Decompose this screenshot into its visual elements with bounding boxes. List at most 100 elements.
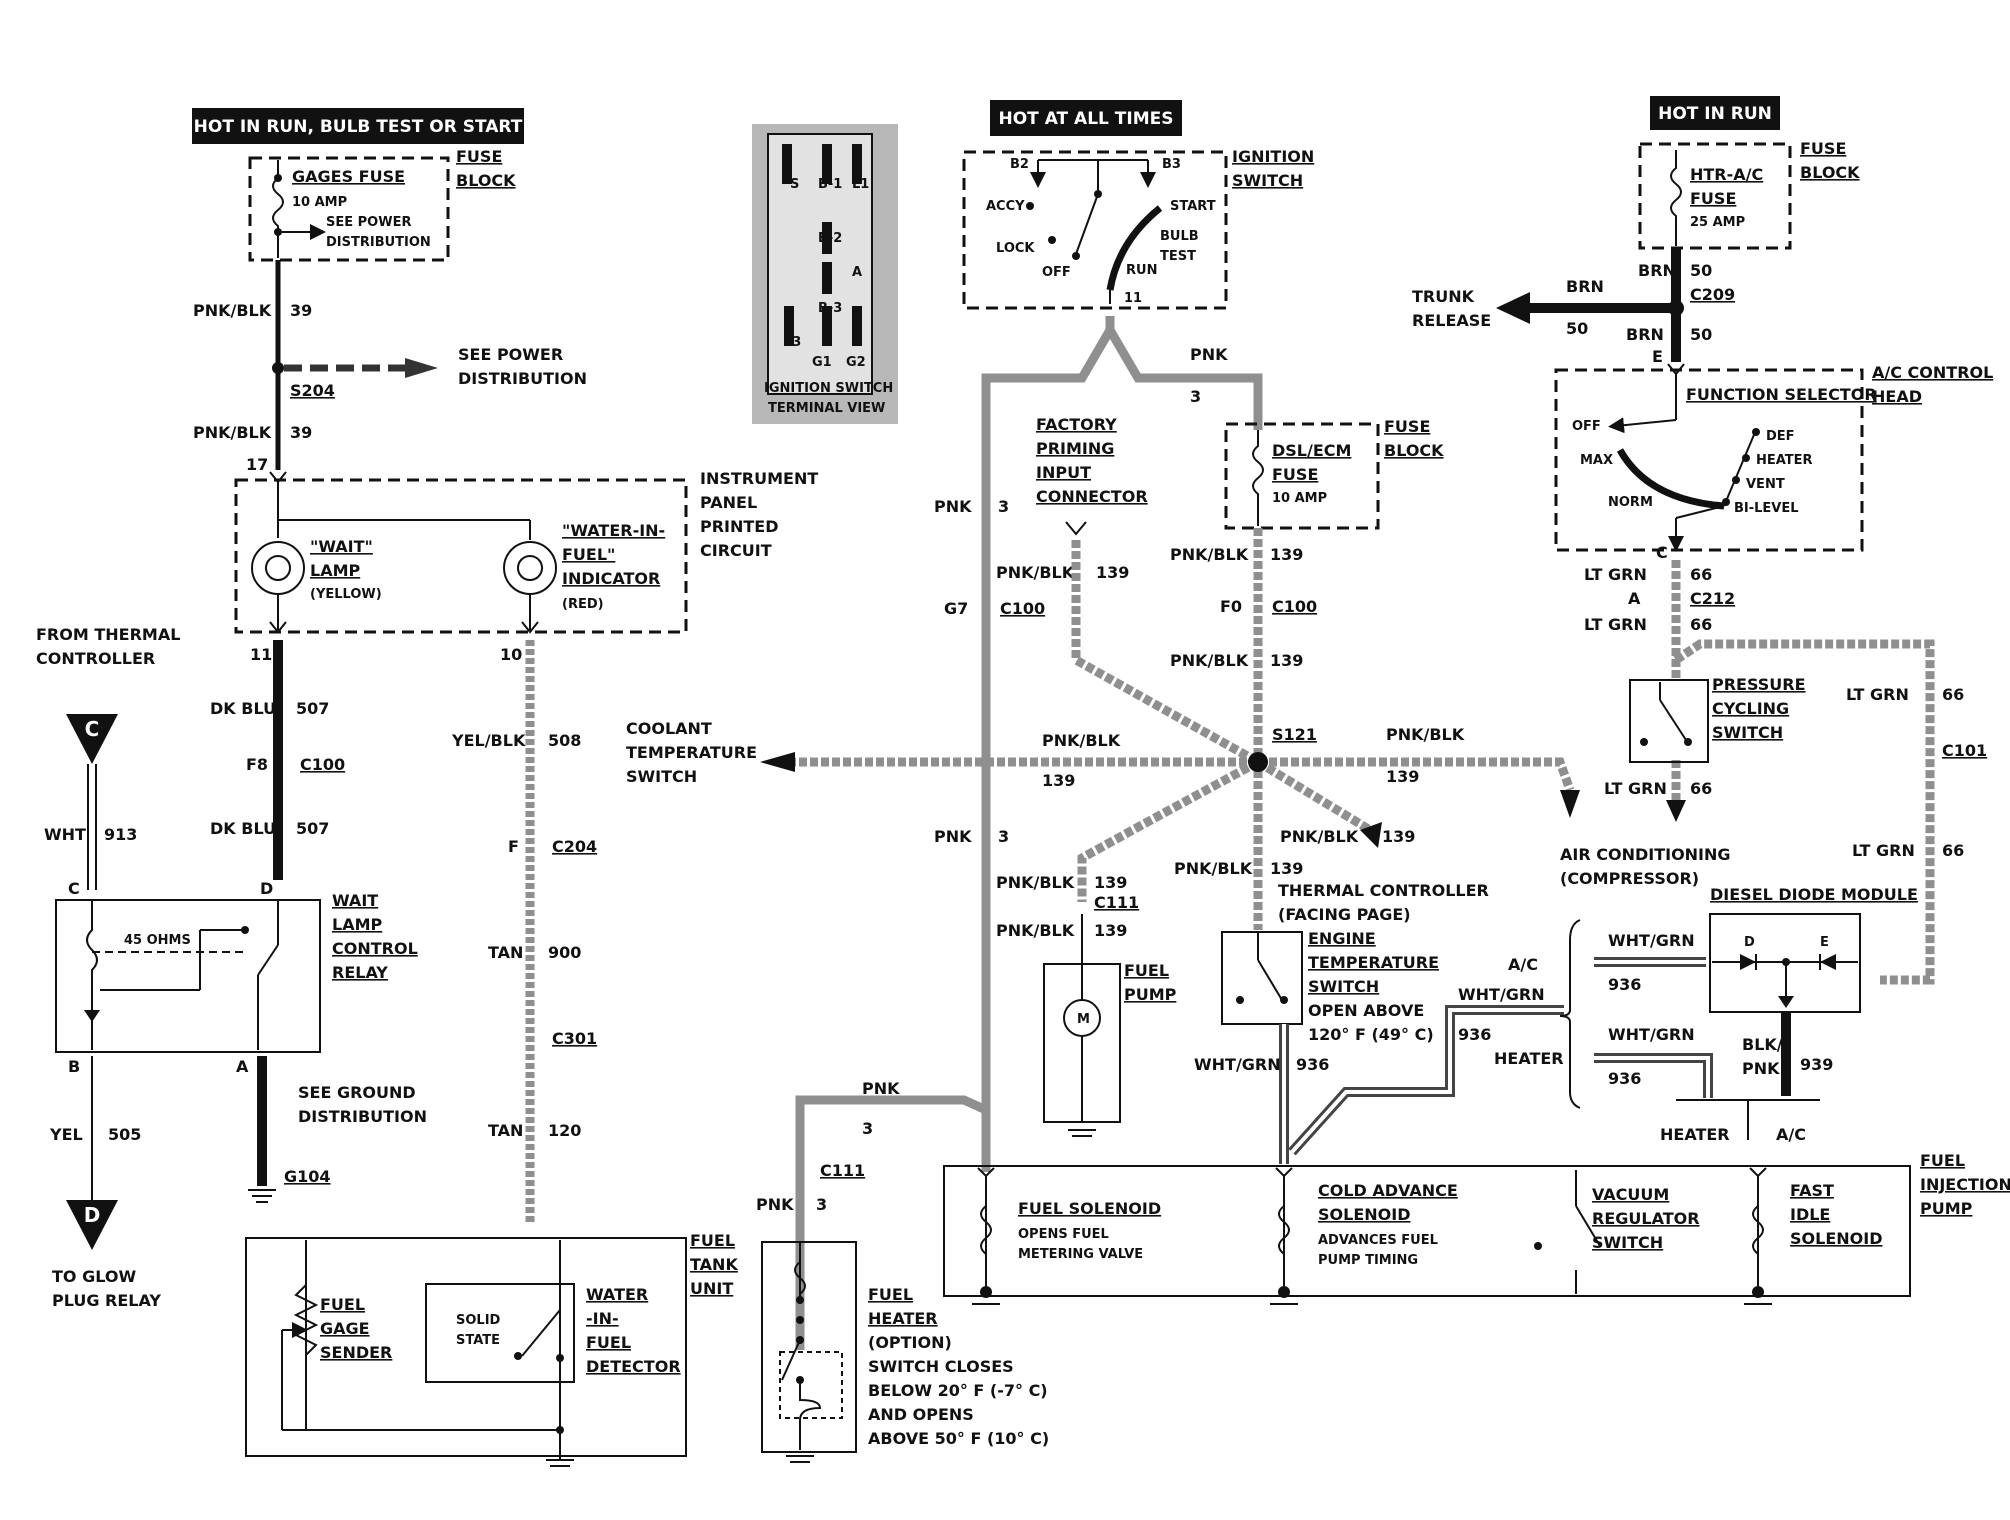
fuel-injection-pump: FUEL SOLENOID OPENS FUEL METERING VALVE …: [943, 1151, 2010, 1305]
label-injection-fs3: METERING VALVE: [1018, 1247, 1143, 1262]
label-left-wires-w900: 900: [548, 943, 581, 962]
label-left-wires-w508: 508: [548, 731, 581, 750]
label-right-pinE: E: [1652, 347, 1663, 366]
label-center-wires-pump2: PUMP: [1124, 985, 1177, 1004]
label-terminal-view-t6: B-3: [818, 301, 842, 316]
label-tank-w2: -IN-: [586, 1309, 619, 1328]
label-left-wires-w39a-color: PNK/BLK: [193, 301, 272, 320]
label-center-wires-fb1: FUSE: [1384, 417, 1430, 436]
label-gages-fuse-name: GAGES FUSE: [292, 167, 405, 186]
label-injection-ca4: PUMP TIMING: [1318, 1253, 1418, 1268]
label-tank-u2: TANK: [690, 1255, 738, 1274]
label-tank-s2: GAGE: [320, 1319, 370, 1338]
label-right-ltgrn-d: LT GRN: [1846, 685, 1909, 704]
label-right-c212: C212: [1690, 589, 1735, 608]
label-headers-hot-all-times: HOT AT ALL TIMES: [999, 109, 1174, 129]
label-ipc-l2: PANEL: [700, 493, 757, 512]
label-heater-l1: FUEL: [868, 1285, 913, 1304]
label-center-wires-w3-v: 3: [816, 1195, 827, 1214]
label-tank-w4: DETECTOR: [586, 1357, 681, 1376]
label-injection-vr2: REGULATOR: [1592, 1209, 1700, 1228]
label-center-wires-c111b: C111: [820, 1161, 865, 1180]
label-right-ltgrn-a: LT GRN: [1584, 565, 1647, 584]
label-gages-fuse-block2: BLOCK: [456, 171, 516, 190]
label-right-whtgrn-a: WHT/GRN: [1608, 931, 1695, 950]
label-right-c209: C209: [1690, 285, 1735, 304]
label-terminal-view-t5: A: [852, 265, 862, 280]
label-tank-u3: UNIT: [690, 1279, 733, 1298]
label-terminal-view-cap2: TERMINAL VIEW: [768, 401, 885, 416]
label-right-ac-lbl: A/C: [1508, 955, 1538, 974]
label-left-wires-see-power1: SEE POWER: [458, 345, 563, 364]
header-hot-in-run-bulb-test: HOT IN RUN, BULB TEST OR START: [192, 108, 524, 144]
label-center-wires-pb139b: PNK/BLK: [1170, 545, 1249, 564]
ignition-switch-terminal-view: S B-1 L1 B-2 A B-3 L3 G1 G2 IGNITION SWI…: [752, 124, 898, 424]
label-terminal-view-t8: G1: [812, 355, 832, 370]
label-center-wires-s121: S121: [1272, 725, 1317, 744]
label-right-w936-a: 936: [1608, 975, 1641, 994]
label-center-wires-fb2: BLOCK: [1384, 441, 1444, 460]
label-ipc-wif4: (RED): [562, 597, 604, 612]
label-center-wires-pb139a: PNK/BLK: [996, 563, 1075, 582]
ac-control-head-function-selector: FUNCTION SELECTOR A/C CONTROL HEAD OFF M…: [1554, 363, 1993, 552]
label-right-fsel: FUNCTION SELECTOR: [1686, 385, 1877, 404]
label-center-wires-n139c: 139: [1270, 651, 1303, 670]
label-ipc-l4: CIRCUIT: [700, 541, 772, 560]
label-right-ac1: AIR CONDITIONING: [1560, 845, 1731, 864]
label-glow-to1: TO GLOW: [52, 1267, 136, 1286]
label-ipc-wait3: (YELLOW): [310, 587, 382, 602]
label-right-trunk2: RELEASE: [1412, 311, 1491, 330]
label-center-wires-w936-a: 936: [1296, 1055, 1329, 1074]
wait-lamp-control-relay: 45 OHMS WAIT LAMP CONTROL RELAY B A: [55, 891, 418, 1076]
label-right-blkpnk1: BLK/: [1742, 1035, 1783, 1054]
label-ignition-b3: B3: [1162, 157, 1181, 172]
label-tank-u1: FUEL: [690, 1231, 735, 1250]
diesel-diode-module: DIESEL DIODE MODULE D E BLK/ PNK 939: [1709, 885, 1918, 1096]
label-right-off: OFF: [1572, 419, 1601, 434]
label-right-pcs3: SWITCH: [1712, 723, 1783, 742]
label-center-wires-n139-e: 139: [1270, 859, 1303, 878]
label-thermal-c: C: [85, 717, 100, 741]
wire-brn-50: BRN 50 C209 TRUNK RELEASE BRN 50 BRN 50 …: [1412, 248, 1735, 366]
label-injection-fi1: FAST: [1790, 1181, 1834, 1200]
label-center-wires-w3-left: 3: [998, 497, 1009, 516]
label-left-wires-w39b-color: PNK/BLK: [193, 423, 272, 442]
label-right-w66-d: 66: [1942, 685, 1964, 704]
wire-wht-grn-right: A/C WHT/GRN 936 HEATER WHT/GRN 936 HEATE…: [1494, 919, 1820, 1144]
label-injection-ca3: ADVANCES FUEL: [1318, 1233, 1438, 1248]
label-injection-fs1: FUEL SOLENOID: [1018, 1199, 1161, 1218]
label-right-w939: 939: [1800, 1055, 1833, 1074]
label-left-wires-s204: S204: [290, 381, 335, 400]
label-ignition-off: OFF: [1042, 265, 1071, 280]
label-headers-hot-run-bulb: HOT IN RUN, BULB TEST OR START: [194, 117, 523, 137]
label-center-wires-dsl2: FUSE: [1272, 465, 1318, 484]
label-center-wires-ets2: TEMPERATURE: [1308, 953, 1439, 972]
label-center-wires-n139a: 139: [1096, 563, 1129, 582]
label-left-wires-yelblk: YEL/BLK: [451, 731, 526, 750]
ground-g104: SEE GROUND DISTRIBUTION G104: [248, 1056, 427, 1203]
label-ground-see1: SEE GROUND: [298, 1083, 416, 1102]
wire-lt-grn-66: C LT GRN 66 A C212 LT GRN 66 LT GRN 66 C…: [1584, 543, 1987, 985]
label-relay-l4: RELAY: [332, 963, 388, 982]
label-center-wires-w3-mid: 3: [998, 827, 1009, 846]
label-center-wires-whtgrn-b: WHT/GRN: [1458, 985, 1545, 1004]
label-relay-pinB: B: [68, 1057, 80, 1076]
label-gages-fuse-see1: SEE POWER: [326, 215, 411, 230]
label-center-wires-w3-top: 3: [1190, 387, 1201, 406]
label-center-wires-pb-r: PNK/BLK: [1386, 725, 1465, 744]
label-injection-p3: PUMP: [1920, 1199, 1973, 1218]
label-center-wires-pb-l: PNK/BLK: [1042, 731, 1121, 750]
label-heater-l7: ABOVE 50° F (10° C): [868, 1429, 1049, 1448]
label-center-wires-pb-d: PNK/BLK: [1280, 827, 1359, 846]
label-right-ach2: HEAD: [1872, 387, 1922, 406]
label-center-wires-w3-h: 3: [862, 1119, 873, 1138]
label-heater-l6: AND OPENS: [868, 1405, 974, 1424]
header-hot-in-run: HOT IN RUN: [1650, 96, 1780, 130]
label-right-heater-b: HEATER: [1660, 1125, 1730, 1144]
pressure-cycling-switch: PRESSURE CYCLING SWITCH AIR CONDITIONING…: [1560, 675, 1806, 888]
label-heater-l2: HEATER: [868, 1309, 938, 1328]
label-ignition-run: RUN: [1126, 263, 1157, 278]
label-right-pcs2: CYCLING: [1712, 699, 1789, 718]
gages-fuse-block: GAGES FUSE 10 AMP SEE POWER DISTRIBUTION…: [248, 147, 516, 262]
